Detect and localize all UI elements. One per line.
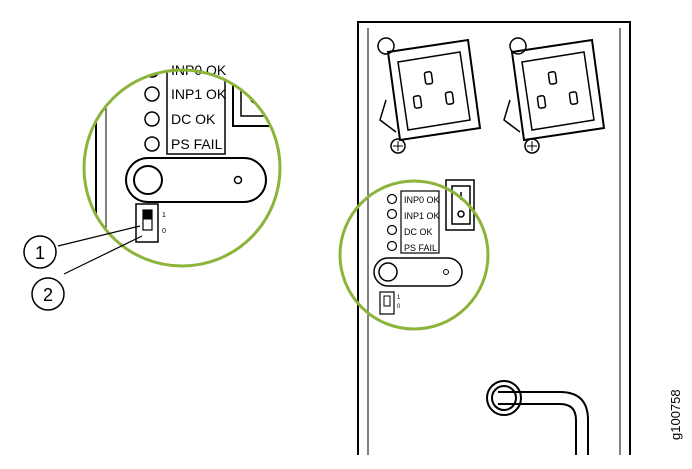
psu-led-panel-small xyxy=(386,190,440,254)
small-switch-on-label: 1 xyxy=(397,295,401,301)
led-label-psfail: PS FAIL xyxy=(171,136,223,152)
led-label-dc: DC OK xyxy=(171,111,216,127)
magnified-labels: INP0 OK INP1 OK DC OK PS FAIL 1 0 xyxy=(162,62,227,235)
mount-hole-icon xyxy=(509,37,527,55)
small-led-label: PS FAIL xyxy=(404,243,437,253)
callout-1-number: 1 xyxy=(35,243,45,263)
highlight-ring-large xyxy=(82,68,282,268)
ac-inlet-1 xyxy=(503,38,606,154)
cable-inlet xyxy=(486,380,589,455)
callouts: 1 2 xyxy=(23,225,143,311)
led-label-inp1: INP1 OK xyxy=(171,86,227,102)
ground-screw-icon xyxy=(524,138,540,154)
small-led-label: DC OK xyxy=(404,227,433,237)
mount-hole-icon xyxy=(377,37,395,55)
ac-inlet-0 xyxy=(379,38,482,154)
small-led-label: INP0 OK xyxy=(404,195,440,205)
switch-on-label: 1 xyxy=(162,212,166,219)
highlight-ring-small xyxy=(338,179,490,331)
small-led-labels: INP0 OK INP1 OK DC OK PS FAIL 1 0 xyxy=(397,195,440,310)
callout-1-circle xyxy=(23,235,57,269)
figure-id: g100758 xyxy=(668,389,683,440)
callout-2-number: 2 xyxy=(43,285,53,305)
psu-rear-panel xyxy=(357,21,631,455)
small-led-label: INP1 OK xyxy=(404,211,440,221)
magnified-detail xyxy=(95,70,280,266)
ground-screw-icon xyxy=(390,138,406,154)
callout-2-circle xyxy=(31,277,65,311)
switch-off-label: 0 xyxy=(162,228,166,235)
small-switch-off-label: 0 xyxy=(397,304,401,310)
dip-switch xyxy=(135,203,159,243)
